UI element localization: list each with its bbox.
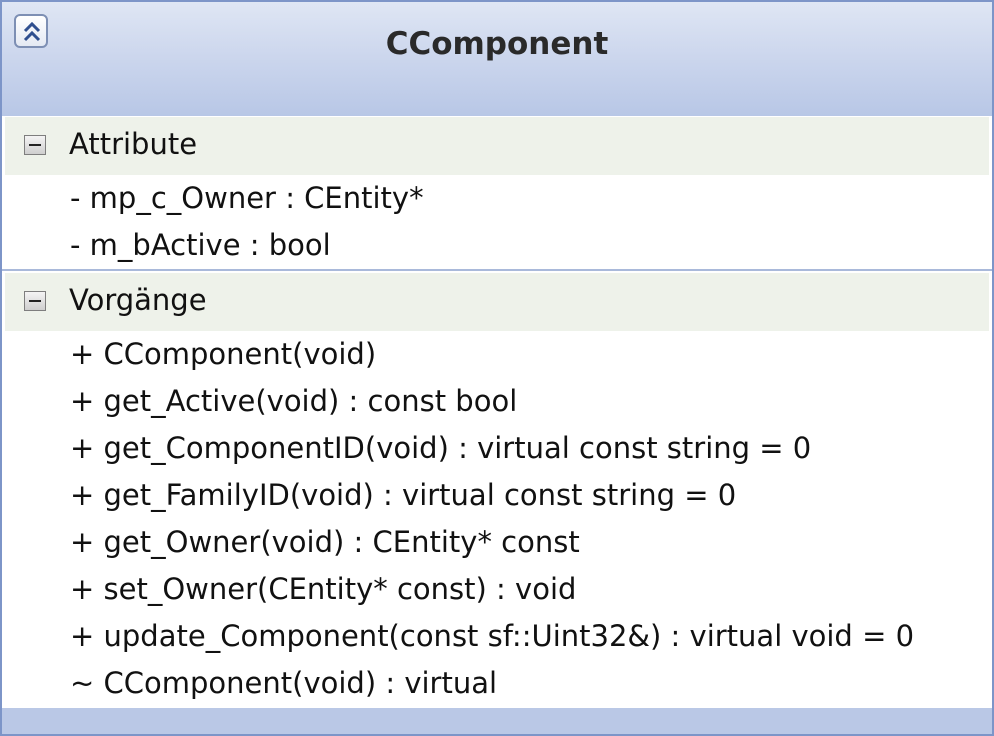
operations-compartment-title: Vorgänge: [69, 283, 207, 317]
class-footer: [2, 708, 992, 734]
double-chevron-up-icon: [23, 21, 41, 42]
operations-compartment-header[interactable]: Vorgänge: [5, 273, 989, 331]
collapse-shape-button[interactable]: [14, 14, 48, 48]
attributes-compartment-header[interactable]: Attribute: [5, 117, 989, 175]
attribute-item[interactable]: - m_bActive : bool: [70, 228, 331, 262]
operation-item[interactable]: + get_Owner(void) : CEntity* const: [70, 525, 580, 559]
operation-item[interactable]: + CComponent(void): [70, 337, 377, 371]
operation-item[interactable]: + get_ComponentID(void) : virtual const …: [70, 431, 812, 465]
class-header: CComponent: [2, 2, 992, 116]
minus-box-icon[interactable]: [24, 135, 46, 155]
operation-item[interactable]: + get_FamilyID(void) : virtual const str…: [70, 478, 737, 512]
attributes-compartment-title: Attribute: [69, 127, 198, 161]
attribute-item[interactable]: - mp_c_Owner : CEntity*: [70, 181, 424, 215]
operation-item[interactable]: + set_Owner(CEntity* const) : void: [70, 572, 577, 606]
compartment-divider: [2, 269, 992, 271]
operation-item[interactable]: + get_Active(void) : const bool: [70, 384, 518, 418]
class-name[interactable]: CComponent: [385, 26, 609, 62]
minus-box-icon[interactable]: [24, 291, 46, 311]
operation-item[interactable]: ~ CComponent(void) : virtual: [70, 666, 498, 700]
operation-item[interactable]: + update_Component(const sf::Uint32&) : …: [70, 619, 915, 653]
